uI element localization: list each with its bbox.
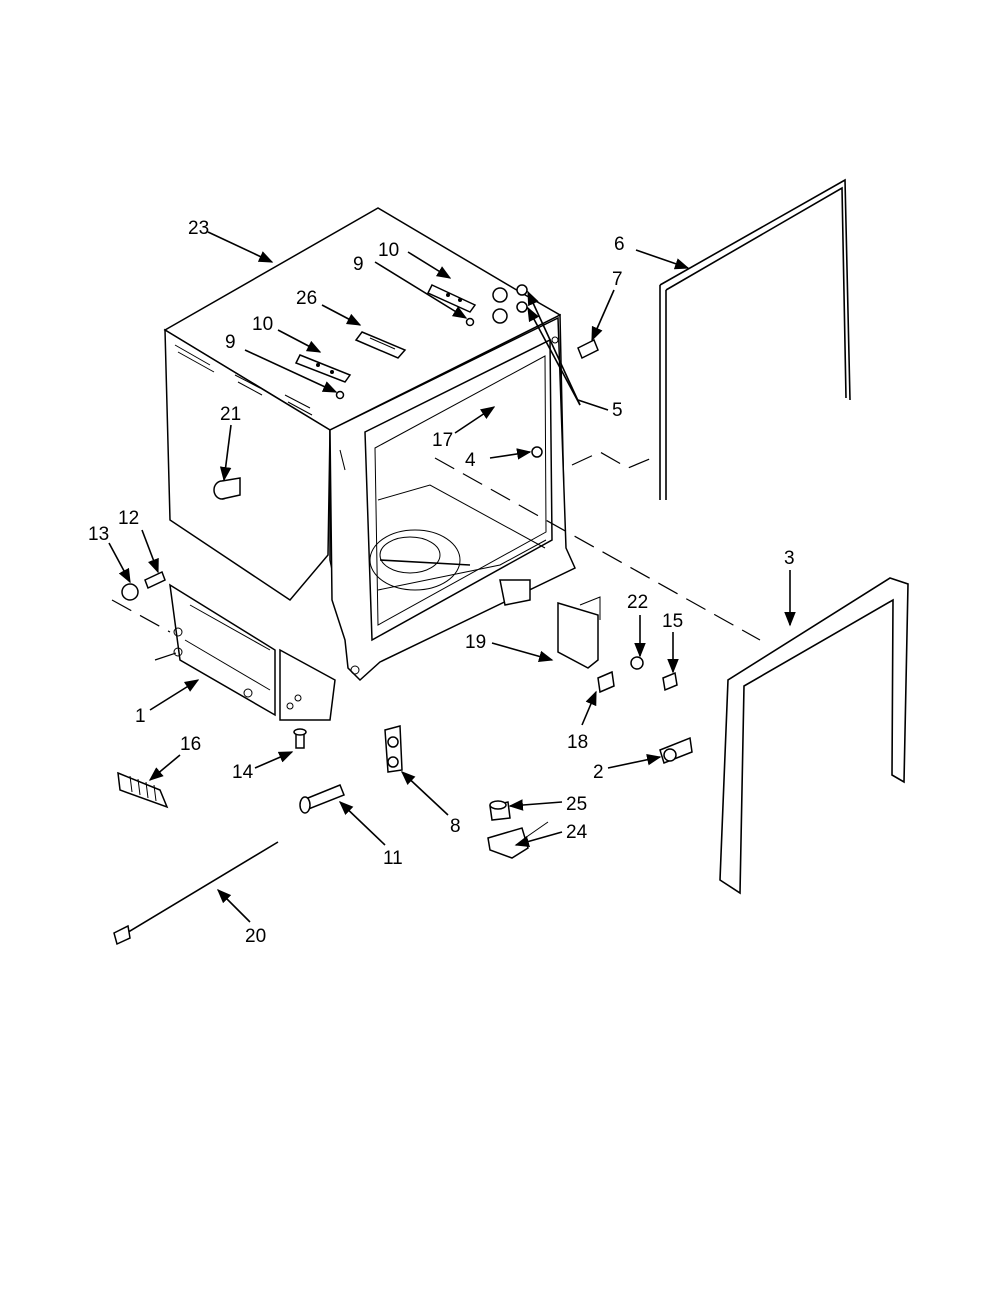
callout-leaders xyxy=(108,231,796,923)
callout-labels: 23 10 9 26 10 9 21 6 7 5 17 4 3 12 13 1 … xyxy=(88,218,795,947)
callout-18: 18 xyxy=(567,732,588,753)
leveler-25 xyxy=(489,800,511,821)
callout-15: 15 xyxy=(662,611,683,632)
clip-8 xyxy=(384,725,403,773)
callout-26: 26 xyxy=(296,288,317,309)
callout-2: 2 xyxy=(593,762,604,783)
screw-4 xyxy=(531,446,543,458)
valve-2 xyxy=(659,736,693,764)
callout-12: 12 xyxy=(118,508,139,529)
screw-9-lower xyxy=(335,390,345,400)
seal-3 xyxy=(719,577,909,895)
callout-14: 14 xyxy=(232,762,254,783)
bracket-24 xyxy=(487,821,549,859)
callout-1: 1 xyxy=(135,706,146,727)
screw-9-upper xyxy=(465,317,475,327)
callout-3: 3 xyxy=(784,548,795,569)
callout-22: 22 xyxy=(627,592,648,613)
callout-4: 4 xyxy=(465,450,476,471)
screw-7 xyxy=(577,338,599,360)
washer-5 xyxy=(516,284,528,313)
callout-10-upper: 10 xyxy=(378,240,399,261)
callout-21: 21 xyxy=(220,404,241,425)
callout-24: 24 xyxy=(566,822,588,843)
nut-17 xyxy=(492,287,508,324)
callout-9-upper: 9 xyxy=(353,254,364,275)
screw-14 xyxy=(293,728,307,749)
callout-19: 19 xyxy=(465,632,486,653)
bracket-19 xyxy=(557,596,601,669)
callout-9-lower: 9 xyxy=(225,332,236,353)
leader-dash-left xyxy=(111,599,186,661)
callout-16: 16 xyxy=(180,734,201,755)
callout-8: 8 xyxy=(450,816,461,837)
cable-20 xyxy=(113,841,279,946)
callout-7: 7 xyxy=(612,269,623,290)
callout-23: 23 xyxy=(188,218,209,239)
washer-22 xyxy=(630,656,644,670)
callout-11: 11 xyxy=(383,848,403,869)
callout-20: 20 xyxy=(245,926,266,947)
hinge-bracket-10-lower xyxy=(294,354,352,383)
callout-17: 17 xyxy=(432,430,453,451)
gasket-6 xyxy=(571,178,851,500)
nut-13 xyxy=(121,583,139,601)
spring-16 xyxy=(117,771,169,809)
callout-25: 25 xyxy=(566,794,587,815)
callout-6: 6 xyxy=(614,234,625,255)
bolt-12 xyxy=(144,570,166,590)
bolt-11 xyxy=(299,784,345,814)
callout-13: 13 xyxy=(88,524,109,545)
tub-assembly xyxy=(163,207,576,721)
callout-5: 5 xyxy=(612,400,623,421)
bracket-26 xyxy=(354,331,407,359)
screw-15 xyxy=(662,671,678,692)
screw-18 xyxy=(597,670,615,694)
callout-10-lower: 10 xyxy=(252,314,273,335)
hinge-bracket-10-upper xyxy=(426,284,477,313)
